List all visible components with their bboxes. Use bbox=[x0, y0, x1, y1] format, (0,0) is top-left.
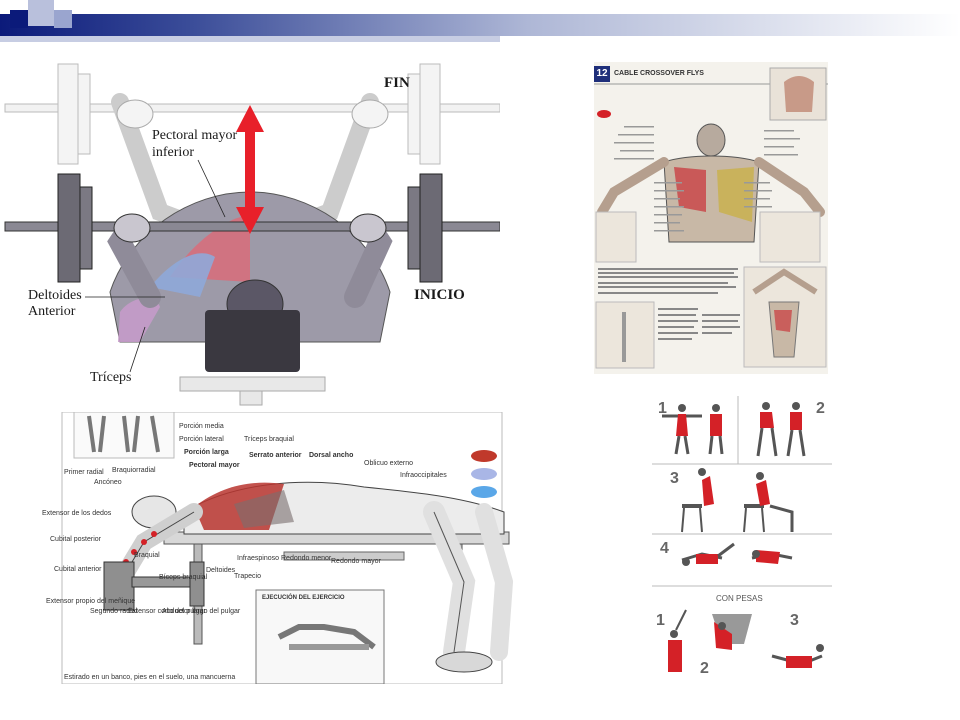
exercise-1-figures bbox=[662, 404, 724, 455]
anatomy-drawing bbox=[61, 412, 514, 684]
cable-crossover-panel: 12 CABLE CROSSOVER FLYS bbox=[594, 62, 828, 374]
plate-bottom-left-inner bbox=[79, 186, 93, 270]
hand-right bbox=[349, 213, 387, 243]
label-infraoccipitales: Infraoccipitales bbox=[400, 472, 447, 479]
label-primer-radial: Primer radial bbox=[64, 469, 104, 476]
ghost-hand-right bbox=[351, 99, 389, 129]
step-number-2: 2 bbox=[816, 400, 825, 417]
label-porcion-larga: Porción larga bbox=[184, 449, 229, 456]
plate-top-right-inner bbox=[407, 73, 421, 155]
label-extensor-dedos: Extensor de los dedos bbox=[42, 510, 112, 517]
plate-top-right bbox=[419, 63, 441, 165]
decor-square-light bbox=[28, 0, 54, 26]
label-extensor-pulgar: Extensor corto del pulgar bbox=[128, 608, 206, 615]
bench-press-illustration: FIN INICIO Pectoral mayor inferior Delto… bbox=[0, 42, 500, 407]
inicio-label: INICIO bbox=[414, 287, 465, 303]
dumbbell-plate bbox=[103, 561, 135, 611]
exercise-sequence-panel: 1 2 3 4 CON PESAS 1 2 3 bbox=[652, 394, 838, 684]
label-cubital-anterior: Cubital anterior bbox=[54, 566, 102, 573]
exercise-sequence-drawing bbox=[652, 396, 832, 672]
plate-bottom-right bbox=[419, 173, 443, 283]
exercise-4-figures bbox=[681, 542, 793, 566]
label-trapecio: Trapecio bbox=[234, 573, 261, 580]
deltoid-highlight bbox=[150, 253, 215, 297]
triceps-label: Tríceps bbox=[90, 370, 132, 385]
step-number-1: 1 bbox=[658, 400, 667, 417]
label-segundo-radial: Segundo radial bbox=[90, 608, 138, 615]
label-braquiorradial: Braquiorradial bbox=[112, 467, 156, 474]
hand-left bbox=[113, 213, 151, 243]
pectoral-label-line1: Pectoral mayor bbox=[152, 128, 238, 143]
ribcage-yellow bbox=[717, 167, 754, 222]
movement-arrow bbox=[236, 105, 264, 234]
triceps-highlight bbox=[118, 297, 160, 342]
exercise-2-figures bbox=[756, 402, 806, 457]
deltoides-label-line1: Deltoides bbox=[28, 288, 82, 303]
weights-step-1: 1 bbox=[656, 612, 665, 629]
step-number-4: 4 bbox=[660, 540, 669, 557]
legend-dot-lilac bbox=[471, 468, 497, 480]
bench-base bbox=[179, 376, 326, 392]
label-redondo-menor: Redondo menor bbox=[281, 555, 332, 562]
label-deltoides: Deltoides bbox=[206, 567, 236, 574]
inset-title: EJECUCIÓN DEL EJERCICIO bbox=[262, 595, 345, 601]
bench-press-drawing bbox=[4, 63, 500, 406]
anatomy-caption: Estirado en un banco, pies en el suelo, … bbox=[64, 674, 236, 681]
ghost-hand-left bbox=[116, 99, 154, 129]
label-infraespinoso: Infraespinoso bbox=[237, 555, 280, 562]
label-pectoral-mayor: Pectoral mayor bbox=[189, 462, 240, 469]
label-porcion-media: Porción media bbox=[179, 423, 224, 430]
label-cubital-posterior: Cubital posterior bbox=[50, 536, 101, 543]
weights-step-3: 3 bbox=[790, 612, 799, 629]
label-porcion-lateral: Porción lateral bbox=[179, 436, 224, 443]
label-oblicuo-externo: Oblicuo externo bbox=[364, 460, 414, 467]
decor-square-mid bbox=[54, 10, 72, 28]
bench-pad bbox=[205, 310, 300, 372]
weights-exercise-figures bbox=[668, 609, 824, 672]
label-abductor-pulgar: Abductor largo del pulgar bbox=[162, 608, 241, 615]
label-anconeo: Ancóneo bbox=[94, 479, 122, 486]
exercise-number-badge: 12 bbox=[594, 66, 610, 82]
plate-bottom-left bbox=[57, 173, 81, 283]
exercise-3-figures bbox=[681, 468, 794, 533]
plate-bottom-right-inner bbox=[407, 186, 421, 270]
cable-title: CABLE CROSSOVER FLYS bbox=[614, 70, 704, 77]
plate-top-left-inner bbox=[77, 73, 91, 155]
dumbbell-press-anatomy-plate: Porción media Porción lateral Porción la… bbox=[34, 412, 532, 684]
header-underline bbox=[0, 36, 500, 42]
plate-top-left bbox=[57, 63, 79, 165]
bench-leg bbox=[239, 390, 263, 406]
label-triceps-braquial: Tríceps braquial bbox=[244, 436, 294, 443]
label-extensor-menique: Extensor propio del meñique bbox=[46, 598, 136, 605]
weights-step-2: 2 bbox=[700, 660, 709, 677]
figure-head bbox=[696, 123, 726, 157]
deltoides-label-line2: Anterior bbox=[28, 304, 76, 319]
label-biceps: Bíceps braquial bbox=[159, 574, 208, 581]
cable-crossover-drawing bbox=[594, 67, 828, 369]
label-braquial: Braquial bbox=[134, 552, 160, 559]
title-gradient-bar bbox=[0, 14, 960, 36]
fin-label: FIN bbox=[384, 75, 410, 91]
label-serrato-anterior: Serrato anterior bbox=[249, 452, 302, 459]
legend-dot-blue bbox=[471, 486, 497, 498]
pectoral-red bbox=[674, 167, 706, 212]
label-redondo-mayor: Redondo mayor bbox=[331, 558, 381, 565]
pectoral-label-line2: inferior bbox=[152, 145, 194, 160]
legend-dot-red bbox=[471, 450, 497, 462]
con-pesas-label: CON PESAS bbox=[716, 594, 763, 603]
label-dorsal-ancho: Dorsal ancho bbox=[309, 452, 354, 459]
step-number-3: 3 bbox=[670, 470, 679, 487]
decor-square-dark bbox=[10, 10, 28, 28]
color-key-dot bbox=[597, 110, 611, 118]
